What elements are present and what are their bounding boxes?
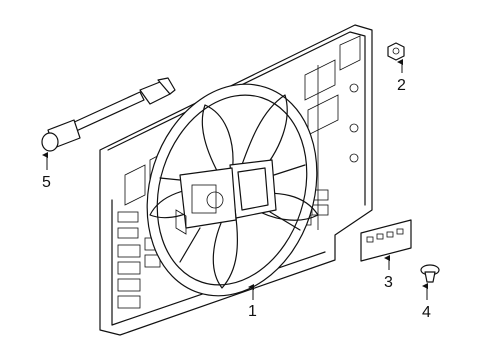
fan-motor-hub [175, 159, 277, 235]
callout-2: 2 [397, 77, 406, 94]
fan-shroud-assembly [99, 24, 373, 336]
right-grille [294, 35, 361, 230]
nut-part [387, 42, 405, 61]
wiring-harness [41, 77, 176, 152]
bolt-part [420, 264, 440, 283]
callout-3: 3 [384, 274, 393, 291]
label-part [360, 219, 412, 262]
callout-4: 4 [422, 304, 431, 321]
callout-5: 5 [42, 174, 51, 191]
callout-1: 1 [248, 303, 257, 320]
